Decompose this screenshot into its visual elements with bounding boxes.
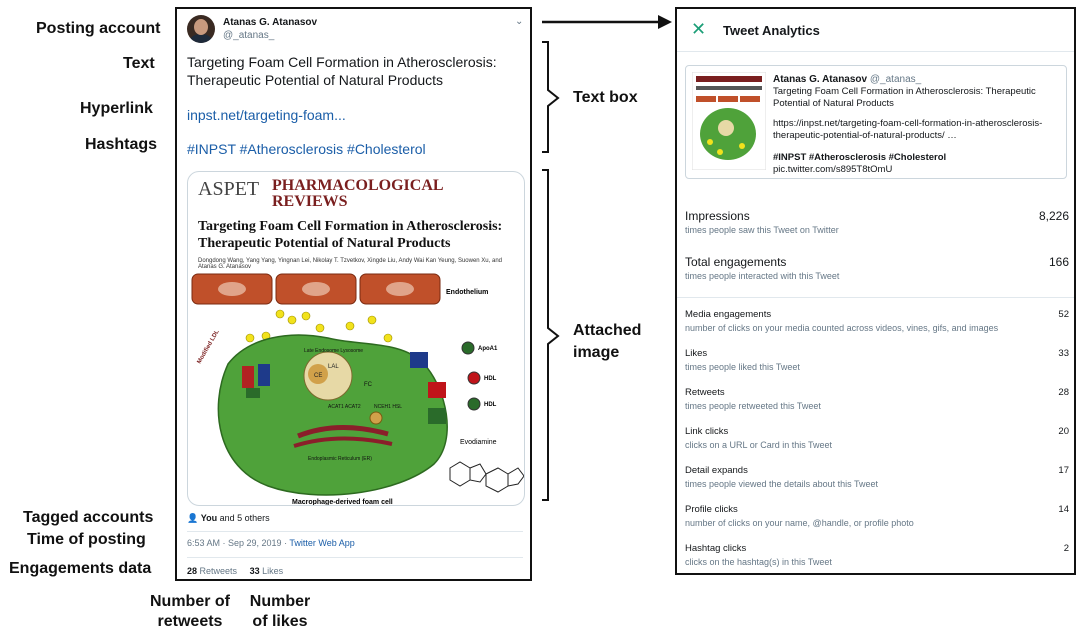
macrophage-cell — [217, 334, 448, 496]
ldl-receptors — [242, 364, 270, 398]
attached-image-brace — [542, 169, 560, 501]
impressions-metric: Impressions times people saw this Tweet … — [685, 209, 1069, 235]
likes-count[interactable]: 33 — [249, 566, 260, 576]
foam-cell-label: Macrophage-derived foam cell — [292, 499, 393, 506]
account-name[interactable]: Atanas G. Atanasov — [223, 17, 318, 28]
avatar[interactable] — [187, 15, 215, 43]
lysosome-label: Late Endosome Lysosome — [304, 348, 363, 354]
tweet-hashtags[interactable]: #INPST #Atherosclerosis #Cholesterol — [187, 141, 426, 157]
analytics-card-account: Atanas G. Atanasov @_atanas_ — [773, 74, 922, 85]
label-tagged-accounts: Tagged accounts — [23, 509, 154, 526]
evodiamine-structure — [449, 461, 524, 493]
tweet-text: Targeting Foam Cell Formation in Atheros… — [187, 54, 497, 88]
analytics-card-url[interactable]: https://inpst.net/targeting-foam-cell-fo… — [773, 118, 1043, 141]
nceh-label: NCEH1 HSL — [374, 404, 402, 410]
lysosome — [303, 351, 353, 401]
hdl1-label: HDL — [484, 376, 497, 382]
tweet-analytics-panel: ✕ Tweet Analytics Atanas G. Atanasov @_a… — [675, 7, 1076, 575]
analytics-card-text: Targeting Foam Cell Formation in Atheros… — [773, 86, 1036, 109]
label-hashtags: Hashtags — [85, 136, 158, 153]
label-hyperlink: Hyperlink — [80, 100, 153, 117]
article-authors: Dongdong Wang, Yang Yang, Yingnan Lei, N… — [198, 258, 502, 270]
lal-label: LAL — [328, 364, 339, 370]
hdl2-label: HDL — [484, 402, 497, 408]
er-label: Endoplasmic Reticulum (ER) — [308, 456, 372, 462]
close-icon[interactable]: ✕ — [691, 19, 707, 39]
label-engagements-data: Engagements data — [9, 560, 152, 577]
endoplasmic-reticulum — [297, 425, 389, 439]
total-engagements-metric: Total engagements times people interacte… — [685, 255, 1069, 281]
link-arrow — [542, 15, 672, 29]
label-text: Text — [123, 55, 155, 72]
likes-label[interactable]: Likes — [262, 566, 284, 576]
label-number-of-retweets: Number of retweets — [150, 593, 230, 630]
fc-label: FC — [364, 382, 373, 388]
endothelium-label: Endothelium — [446, 289, 488, 296]
analytics-tweet-card[interactable]: Atanas G. Atanasov @_atanas_ Targeting F… — [685, 65, 1067, 179]
retweets-label[interactable]: Retweets — [199, 566, 238, 576]
tweet-hyperlink[interactable]: inpst.net/targeting-foam... — [187, 107, 346, 123]
transporters — [410, 341, 481, 424]
label-text-box: Text box — [573, 89, 638, 106]
article-title: Targeting Foam Cell Formation in Atheros… — [198, 219, 503, 251]
retweets-count[interactable]: 28 — [187, 566, 198, 576]
engagement-counts: 28 Retweets 33 Likes — [187, 566, 283, 576]
modified-ldl-label: Modified LDL — [197, 329, 221, 365]
evodiamine-label: Evodiamine — [460, 439, 497, 446]
attached-image[interactable]: ASPET PHARMACOLOGICAL REVIEWS Targeting … — [187, 171, 525, 506]
text-box-brace — [542, 41, 560, 153]
endothelium-cells — [191, 273, 441, 305]
label-posting-account: Posting account — [36, 20, 161, 37]
time-of-posting: 6:53 AM · Sep 29, 2019 · Twitter Web App — [187, 538, 355, 548]
apoa1-label: ApoA1 — [478, 346, 498, 352]
aspet-logo: ASPET — [198, 178, 260, 200]
analytics-card-pic-link[interactable]: pic.twitter.com/s895T8tOmU — [773, 164, 893, 175]
source-link[interactable]: Twitter Web App — [289, 538, 355, 548]
analytics-header: ✕ Tweet Analytics — [677, 9, 1074, 52]
label-number-of-likes: Number of likes — [249, 593, 311, 630]
analytics-card-hashtags[interactable]: #INPST #Atherosclerosis #Cholesterol — [773, 152, 947, 163]
analytics-thumbnail — [692, 72, 766, 170]
account-handle[interactable]: @_atanas_ — [223, 30, 275, 41]
analytics-title: Tweet Analytics — [723, 23, 820, 38]
foam-cell-illustration: Endothelium CE LAL Late Endosome Lysosom… — [191, 273, 524, 506]
tweet-card: Atanas G. Atanasov @_atanas_ ⌄ Targeting… — [175, 7, 532, 581]
user-icon: 👤 — [187, 513, 199, 523]
label-time-of-posting: Time of posting — [27, 531, 146, 548]
label-attached-image: Attached image — [573, 322, 642, 361]
acat-label: ACAT1 ACAT2 — [328, 404, 361, 410]
tagged-accounts[interactable]: 👤 You and 5 others — [187, 513, 270, 523]
journal-brand: PHARMACOLOGICAL REVIEWS — [272, 177, 444, 210]
ce-label: CE — [314, 373, 322, 379]
chevron-down-icon[interactable]: ⌄ — [515, 16, 524, 27]
